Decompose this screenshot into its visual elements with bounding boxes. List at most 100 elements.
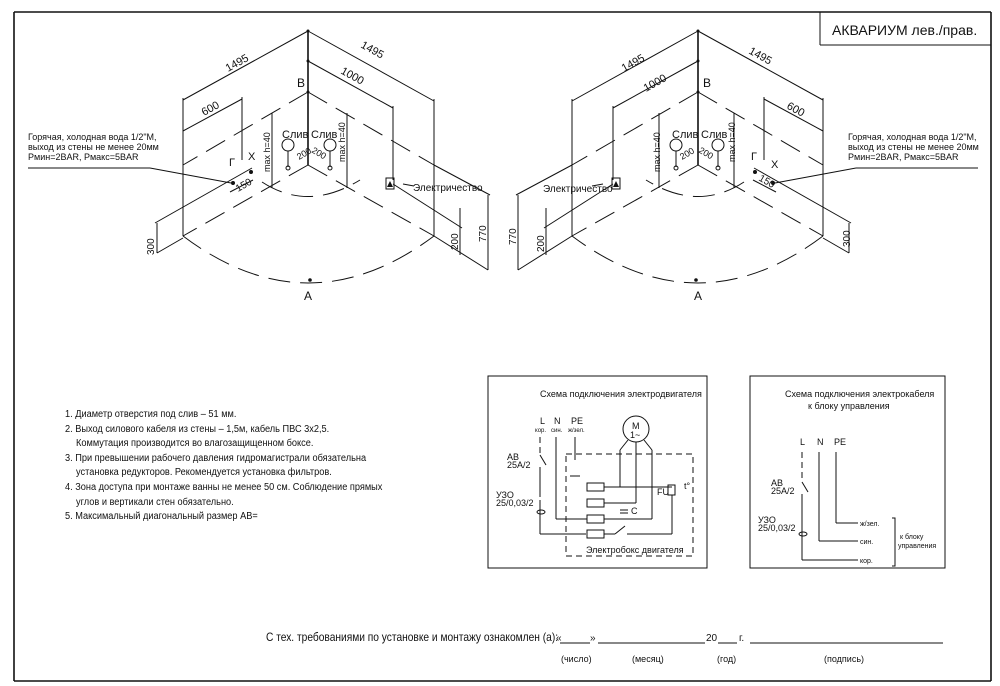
year-suffix: г. (739, 633, 744, 644)
drain-label: Слив (672, 129, 699, 141)
cable-wiring-scheme: Схема подключения электрокабеля к блоку … (749, 375, 946, 569)
drain-label: Слив (701, 129, 728, 141)
wire-l: L (800, 437, 805, 447)
dim-1495-right: 1495 (747, 45, 774, 67)
drain-offset: 200 (310, 145, 328, 161)
wire-l-color: кор. (535, 428, 546, 434)
dim-150: 150 (757, 173, 777, 191)
note-item: 3. При превышении рабочего давления гидр… (65, 452, 367, 464)
max-height: max h=40 (727, 122, 737, 162)
quote-open: « (556, 633, 562, 644)
water-note-line: выход из стены не менее 20мм (28, 142, 159, 152)
water-note-line: Горячая, холодная вода 1/2"М, (848, 132, 977, 142)
max-height: max h=40 (262, 132, 272, 172)
electrobox-label: Электробокс двигателя (586, 545, 684, 555)
point-b: B (703, 76, 711, 90)
breaker-rating: 25А/2 (771, 486, 795, 496)
electricity-label: Электричество (543, 184, 613, 195)
note-item: 5. Максимальный диагональный размер АВ= (65, 511, 258, 523)
dim-150: 150 (234, 177, 254, 195)
title-text: АКВАРИУМ лев./прав. (832, 22, 977, 38)
point-a: A (304, 289, 312, 303)
dim-200: 200 (450, 233, 461, 250)
terminal-pe: ж/зел. (860, 521, 880, 528)
dim-1495-right: 1495 (359, 39, 386, 61)
water-note-line: выход из стены не менее 20мм (848, 142, 979, 152)
breaker-label: АВ (771, 478, 783, 488)
point-a: A (694, 289, 702, 303)
caption-month: (месяц) (632, 654, 664, 664)
rcd-rating: 25/0,03/2 (758, 523, 796, 533)
drain-label: Слив (311, 129, 338, 141)
caption-year: (год) (717, 654, 736, 664)
rcd-label: УЗО (758, 515, 776, 525)
dim-300: 300 (842, 230, 853, 247)
fuse-label: FU (657, 487, 669, 497)
motor-wiring-scheme: Схема подключения электродвигателя L N P… (487, 375, 708, 569)
to-unit-label: управления (898, 543, 936, 550)
year-prefix: 20 (706, 633, 718, 644)
scheme-title: к блоку управления (808, 401, 890, 411)
max-height: max h=40 (652, 132, 662, 172)
motor-phase: 1~ (630, 430, 640, 440)
wire-pe-color: ж/зел. (568, 428, 585, 434)
cold-water-label: Х (771, 159, 779, 171)
sheet-frame (13, 11, 992, 682)
wire-pe: PE (571, 416, 583, 426)
title-block: АКВАРИУМ лев./прав. (819, 12, 991, 46)
caption-signature: (подпись) (824, 654, 864, 664)
right-drawing-labels: 1495 1495 1000 600 B A Слив Слив 200 200… (508, 45, 979, 303)
max-height: max h=40 (337, 122, 347, 162)
note-item: 4. Зона доступа при монтаже ванны не мен… (65, 481, 383, 493)
dim-1000: 1000 (339, 65, 366, 87)
to-unit-label: к блоку (900, 533, 924, 541)
note-item: углов и вертикали стен обязательно. (76, 496, 234, 508)
note-item: Коммутация производится во влагозащищенн… (76, 438, 314, 450)
note-item: 1. Диаметр отверстия под слив – 51 мм. (65, 409, 237, 420)
wire-pe: PE (834, 437, 846, 447)
left-drawing-labels: 1495 1495 1000 600 B A Слив Слив 200 200… (28, 39, 489, 303)
note-item: 2. Выход силового кабеля из стены – 1,5м… (65, 423, 330, 435)
quote-close: » (590, 633, 596, 644)
dim-1495-left: 1495 (224, 52, 251, 74)
cold-water-label: Х (248, 151, 256, 163)
terminal-l: кор. (860, 558, 873, 565)
dim-200: 200 (536, 235, 547, 252)
dim-600: 600 (785, 100, 807, 119)
dim-770: 770 (508, 228, 519, 245)
bath-left-isometric (28, 29, 491, 284)
dim-770: 770 (478, 225, 489, 242)
breaker-label: АВ (507, 452, 519, 462)
temp-label: t° (684, 481, 691, 491)
capacitor-label: С (631, 506, 638, 516)
caption-day: (число) (561, 654, 592, 664)
installation-notes: 1. Диаметр отверстия под слив – 51 мм. 2… (65, 408, 382, 525)
water-note-line: Горячая, холодная вода 1/2"М, (28, 132, 157, 142)
breaker-rating: 25А/2 (507, 460, 531, 470)
hot-water-label: Г (229, 157, 235, 169)
water-note-line: Рмин=2BAR, Рмакс=5BAR (848, 152, 959, 162)
rcd-rating: 25/0,03/2 (496, 498, 534, 508)
dim-1000: 1000 (642, 72, 669, 94)
scheme-title: Схема подключения электрокабеля (785, 389, 934, 399)
acknowledgement-text: С тех. требованиями по установке и монта… (266, 630, 559, 644)
terminal-n: син. (860, 539, 873, 546)
hot-water-label: Г (751, 151, 757, 163)
electricity-label: Электричество (413, 183, 483, 194)
dim-1495-left: 1495 (620, 52, 647, 74)
rcd-label: УЗО (496, 490, 514, 500)
note-item: установка редукторов. Рекомендуется уста… (76, 467, 332, 479)
wire-l: L (540, 416, 545, 426)
water-note-line: Рмин=2BAR, Рмакс=5BAR (28, 152, 139, 162)
drain-label: Слив (282, 129, 309, 141)
dim-300: 300 (146, 238, 157, 255)
dim-600: 600 (200, 99, 222, 118)
wire-n: N (554, 416, 561, 426)
point-b: B (297, 76, 305, 90)
wire-n: N (817, 437, 824, 447)
wire-n-color: син. (551, 428, 563, 434)
motor-label: М (632, 421, 640, 431)
signature-lines: « » 20 г. (число) (месяц) (год) (подпись… (556, 633, 943, 664)
